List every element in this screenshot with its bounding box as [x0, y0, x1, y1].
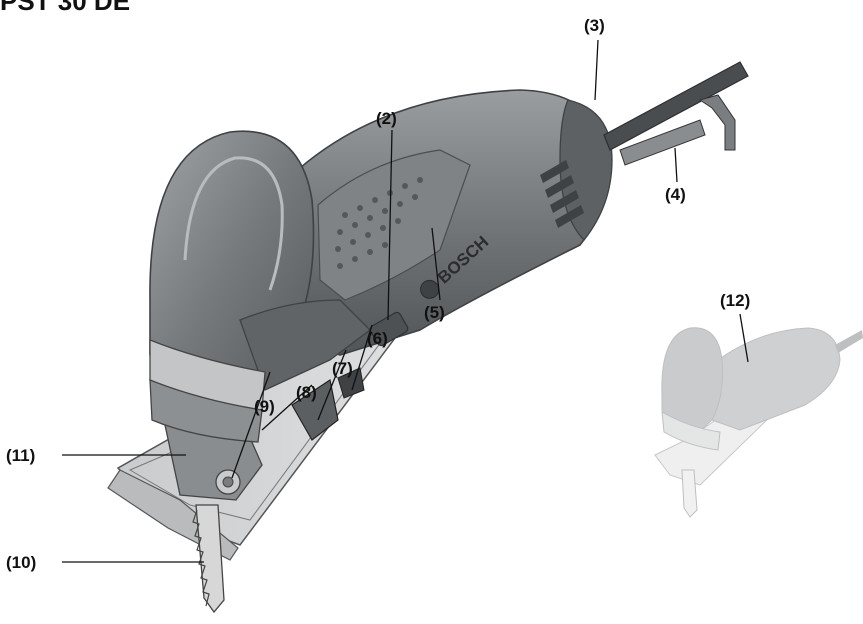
dotted-grip: [317, 149, 471, 301]
callout-10: (10): [6, 553, 36, 572]
jigsaw-ghost: [654, 327, 863, 518]
callout-2: (2): [376, 109, 397, 128]
on-off-switch: [369, 311, 409, 347]
callout-7: (7): [332, 359, 353, 378]
dust-adapter-clip: [619, 119, 706, 166]
leader-lines: [62, 39, 749, 563]
tool-free-lever: [291, 379, 339, 441]
jigsaw-main: BOSCH: [107, 61, 749, 614]
callout-8: (8): [296, 383, 317, 402]
callout-3: (3): [584, 16, 605, 35]
callout-labels: (3) (2) (4) (12) (5) (6) (7) (8) (9) (11…: [6, 16, 750, 572]
dust-extraction-tube: [603, 61, 749, 151]
callout-4: (4): [665, 185, 686, 204]
pendulum-lever: [337, 367, 365, 399]
callout-12: (12): [720, 291, 750, 310]
callout-6: (6): [367, 329, 388, 348]
grip-dots: [335, 177, 423, 269]
saw-blade: [195, 504, 225, 614]
callout-11: (11): [6, 446, 35, 465]
vent-slots: [540, 160, 584, 228]
model-title-cropped: PST 30 DE: [0, 0, 131, 16]
callout-9: (9): [254, 397, 275, 416]
callout-5: (5): [424, 303, 445, 322]
